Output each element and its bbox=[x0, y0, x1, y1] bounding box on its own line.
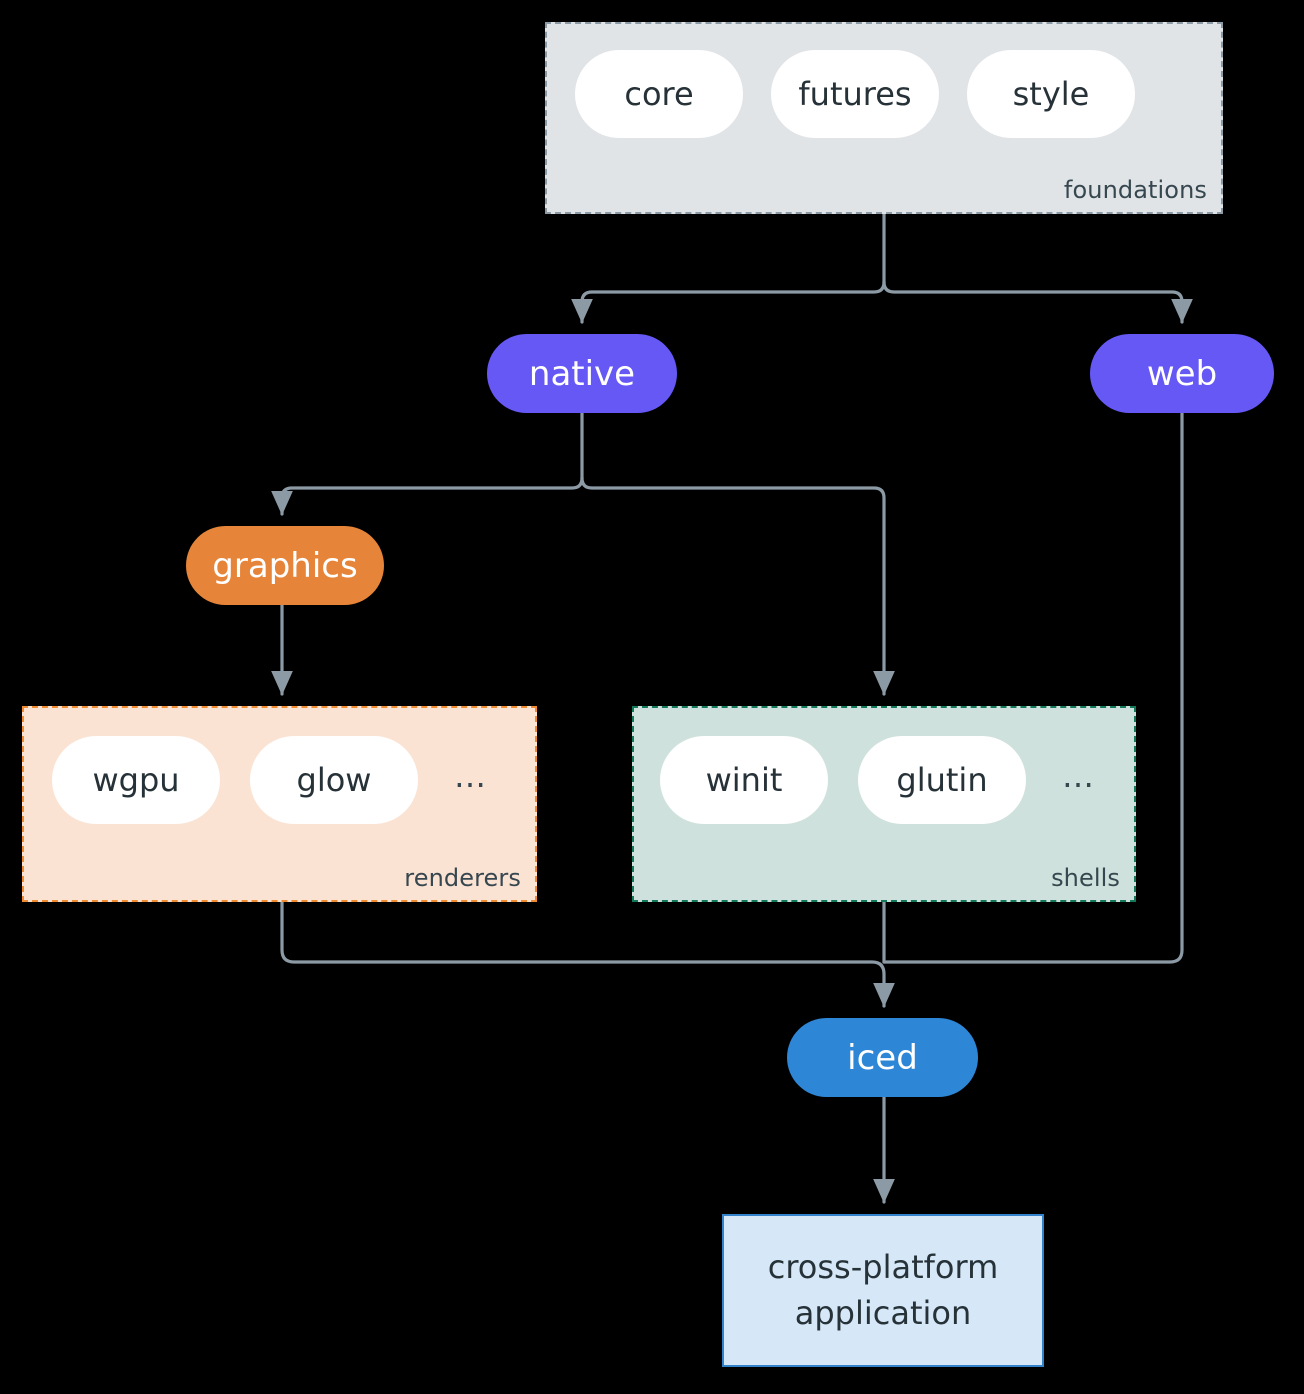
group-foundations: core futures style foundations bbox=[545, 22, 1223, 214]
node-cross-platform-application[interactable]: cross-platform application bbox=[722, 1214, 1044, 1367]
foundations-pill-row: core futures style bbox=[575, 50, 1135, 138]
shells-ellipsis: … bbox=[1062, 757, 1094, 795]
pill-glutin[interactable]: glutin bbox=[858, 736, 1026, 824]
group-renderers: wgpu glow … renderers bbox=[22, 706, 537, 902]
renderers-pill-row: wgpu glow … bbox=[52, 736, 492, 824]
edge-foundations-native bbox=[571, 280, 886, 324]
node-iced[interactable]: iced bbox=[787, 1018, 978, 1097]
group-label-renderers: renderers bbox=[404, 864, 521, 892]
group-shells: winit glutin … shells bbox=[632, 706, 1136, 902]
group-label-shells: shells bbox=[1051, 864, 1120, 892]
group-label-foundations: foundations bbox=[1063, 176, 1207, 204]
node-graphics[interactable]: graphics bbox=[186, 526, 384, 605]
pill-glow[interactable]: glow bbox=[250, 736, 418, 824]
node-native[interactable]: native bbox=[487, 334, 677, 413]
pill-winit[interactable]: winit bbox=[660, 736, 828, 824]
node-web[interactable]: web bbox=[1090, 334, 1274, 413]
pill-core[interactable]: core bbox=[575, 50, 743, 138]
pill-style[interactable]: style bbox=[967, 50, 1135, 138]
pill-futures[interactable]: futures bbox=[771, 50, 939, 138]
shells-pill-row: winit glutin … bbox=[660, 736, 1100, 824]
edge-native-graphics bbox=[271, 476, 584, 516]
application-label-line2: application bbox=[794, 1293, 972, 1332]
edge-renderers-iced bbox=[280, 900, 895, 1008]
application-label-line1: cross-platform bbox=[767, 1248, 999, 1287]
edge-native-shells bbox=[580, 476, 895, 696]
pill-wgpu[interactable]: wgpu bbox=[52, 736, 220, 824]
renderers-ellipsis: … bbox=[454, 757, 486, 795]
edge-foundations-web bbox=[882, 280, 1193, 324]
